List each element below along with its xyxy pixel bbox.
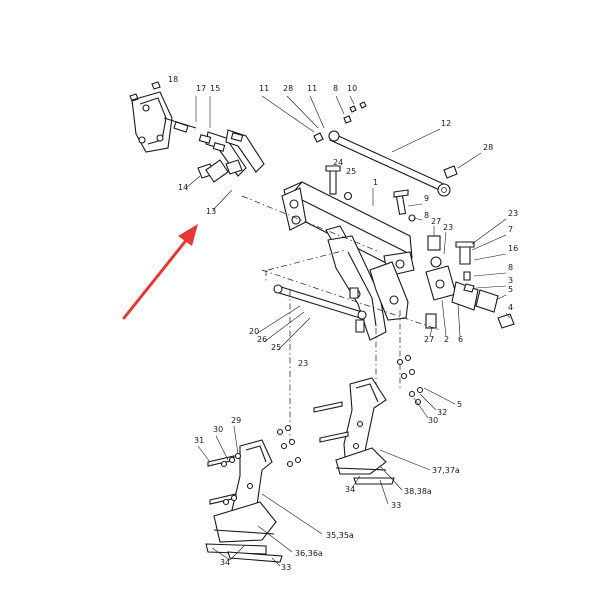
callout-c24: 24	[333, 158, 343, 167]
callout-c33a: 33	[391, 501, 401, 510]
callout-c28a: 28	[283, 84, 293, 93]
callout-c14: 14	[178, 183, 188, 192]
callout-c26: 26	[257, 335, 267, 344]
pointer-arrow-shaft	[122, 236, 190, 320]
callout-c5b: 5	[457, 400, 462, 409]
callout-c23a: 23	[508, 209, 518, 218]
right-shank	[335, 377, 431, 505]
callout-c31: 31	[194, 436, 204, 445]
callout-c5a: 5	[508, 285, 513, 294]
main-frame	[281, 181, 415, 277]
callout-c23b: 23	[443, 223, 453, 232]
callout-c28b: 28	[483, 143, 493, 152]
callout-c25a: 25	[346, 167, 356, 176]
callout-c18: 18	[168, 75, 178, 84]
callout-c30b: 30	[213, 425, 223, 434]
callout-c12: 12	[441, 119, 451, 128]
callout-c34b: 34	[220, 558, 230, 567]
left-shank	[205, 439, 323, 567]
pointer-arrow	[122, 224, 198, 320]
callout-c36: 36,36a	[295, 549, 323, 558]
callout-c13: 13	[206, 207, 216, 216]
callout-c9: 9	[424, 194, 429, 203]
pointer-arrow-head	[178, 224, 198, 246]
callout-c11b: 11	[307, 84, 317, 93]
callout-c27b: 27	[424, 335, 434, 344]
callout-c38: 38,38a	[404, 487, 432, 496]
callout-c37: 37,37a	[432, 466, 460, 475]
callout-c33b: 33	[281, 563, 291, 572]
callout-c20: 20	[249, 327, 259, 336]
callout-c4: 4	[508, 303, 513, 312]
callout-c11a: 11	[259, 84, 269, 93]
callout-c8b: 8	[424, 211, 429, 220]
callout-c2: 2	[444, 335, 449, 344]
callout-c16: 16	[508, 244, 518, 253]
callout-c29: 29	[231, 416, 241, 425]
callout-c1: 1	[373, 178, 378, 187]
frame-bolts	[325, 165, 423, 222]
cross-shaft	[255, 284, 367, 351]
left-hardware	[197, 424, 302, 506]
callout-c34a: 34	[345, 485, 355, 494]
callout-c25b: 25	[271, 343, 281, 352]
callout-c6: 6	[458, 335, 463, 344]
callout-c27a: 27	[431, 217, 441, 226]
centerlines	[241, 195, 441, 440]
callout-c8a: 8	[333, 84, 338, 93]
callout-c32: 32	[437, 408, 447, 417]
tie-rod	[261, 95, 482, 197]
mount-bracket	[129, 81, 197, 153]
callout-c8c: 8	[508, 263, 513, 272]
callout-c15: 15	[210, 84, 220, 93]
callout-c30a: 30	[428, 416, 438, 425]
right-hardware	[313, 354, 456, 443]
callout-c3: 3	[508, 276, 513, 285]
right-linkage	[425, 218, 515, 337]
callout-c17: 17	[196, 84, 206, 93]
callout-c23c: 23	[298, 359, 308, 368]
callout-c35: 35,35a	[326, 531, 354, 540]
callout-c7: 7	[508, 225, 513, 234]
callout-c10: 10	[347, 84, 357, 93]
upper-link-arms	[185, 96, 265, 211]
